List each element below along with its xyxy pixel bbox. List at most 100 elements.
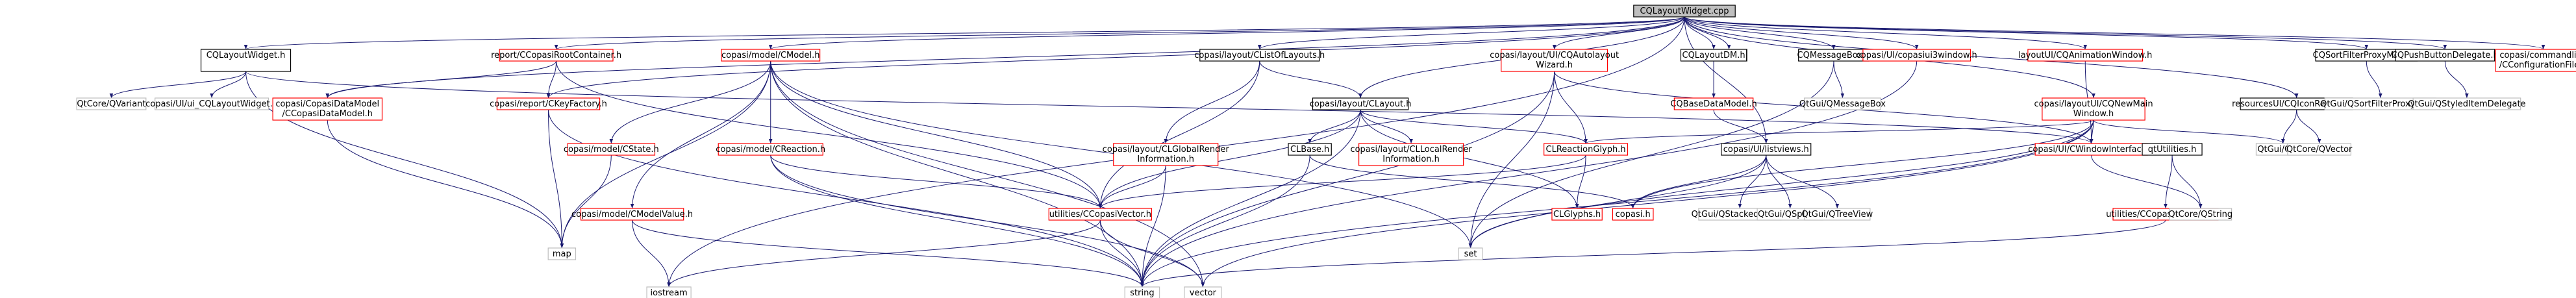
node-box-uicqlayoutwidget (155, 97, 269, 110)
node-cqbasedatamodel[interactable]: CQBaseDataModel.h (1670, 97, 1757, 110)
node-label-commandlineconfig: /CConfigurationFile.h (2499, 60, 2576, 70)
node-label-set: set (1464, 249, 1477, 259)
node-box-qcoreqstring (2169, 208, 2232, 221)
edge-clayout-to-clocalrender (1360, 109, 1413, 144)
node-box-copasiui3window (1862, 49, 1971, 62)
node-qcorevariant[interactable]: QtCore/QVariant (76, 97, 147, 110)
node-label-clocalrender: copasi/layout/CLLocalRender (1350, 145, 1472, 155)
node-box-qcorevariant (76, 97, 147, 110)
node-qmessagebox[interactable]: QtGui/QMessageBox (1799, 97, 1886, 110)
node-cmodelvalue[interactable]: copasi/model/CModelValue.h (571, 208, 693, 221)
nodes-layer: CQLayoutWidget.cppCQLayoutWidget.hQtCore… (76, 5, 2576, 298)
node-cstate[interactable]: copasi/model/CState.h (564, 143, 659, 156)
node-reportroot[interactable]: report/CCopasiRootContainer.h (491, 49, 621, 62)
edge-ccopasivector-to-vector (1099, 219, 1205, 288)
node-cqanimationwindow[interactable]: layoutUI/CQAnimationWindow.h (2018, 49, 2152, 62)
node-uicqlayoutwidget[interactable]: copasi/UI/ui_CQLayoutWidget.h (145, 97, 278, 110)
node-box-qmessagebox (1803, 97, 1881, 110)
node-box-cqanimationwindow (2027, 49, 2144, 62)
node-box-copasih (1612, 208, 1654, 221)
edge-cqnewmainwindow-to-set (1468, 119, 2094, 249)
node-ccopasivector[interactable]: utilities/CCopasiVector.h (1048, 208, 1153, 221)
node-clayoutwidget[interactable]: CQLayoutWidget.h (200, 49, 292, 72)
node-cmodel[interactable]: copasi/model/CModel.h (721, 49, 821, 62)
node-label-cmodelvalue: copasi/model/CModelValue.h (571, 210, 693, 219)
node-clistoflayouts[interactable]: copasi/layout/CListOfLayouts.h (1194, 49, 1325, 62)
node-box-cglobalrender (1113, 143, 1219, 166)
node-box-qtutilities (2142, 143, 2203, 156)
node-clayout[interactable]: copasi/layout/CLayout.h (1310, 97, 1412, 110)
edge-clayout-to-creactionglyph (1360, 109, 1588, 144)
node-label-qcorevariant: QtCore/QVariant (77, 99, 145, 109)
node-box-cstate (567, 143, 656, 156)
node-map[interactable]: map (547, 247, 577, 260)
node-label-copasidatamodel: /CCopasiDataModel.h (282, 109, 373, 119)
node-qsortfilterproxy[interactable]: QtGui/QSortFilterProxyModel (2320, 97, 2440, 110)
node-clbase[interactable]: CLBase.h (1288, 143, 1332, 156)
node-qstyleditemdelegate[interactable]: QtGui/QStyledItemDelegate (2408, 97, 2526, 110)
node-label-qstyleditemdelegate: QtGui/QStyledItemDelegate (2408, 99, 2525, 109)
node-box-commandlineconfig (2495, 49, 2576, 72)
node-box-cmodelvalue (580, 208, 684, 221)
node-qtreeview[interactable]: QtGui/QTreeView (1801, 208, 1873, 221)
node-cglobalrender[interactable]: copasi/layout/CLGlobalRenderInformation.… (1103, 143, 1230, 166)
node-root[interactable]: CQLayoutWidget.cpp (1633, 5, 1736, 18)
node-keyfactory[interactable]: copasi/report/CKeyFactory.h (490, 97, 607, 110)
node-label-keyfactory: copasi/report/CKeyFactory.h (490, 99, 607, 109)
node-label-commandlineconfig: copasi/commandline (2499, 51, 2576, 60)
node-string[interactable]: string (1124, 286, 1160, 298)
edge-cstate-to-map (560, 155, 612, 249)
node-label-clbase: CLBase.h (1290, 145, 1329, 155)
node-box-clayoutwidget (200, 49, 292, 72)
edge-cmodelvalue-to-iostream (632, 219, 671, 288)
node-uiisviews[interactable]: copasi/UI/listviews.h (1721, 143, 1812, 156)
edge-reportroot-to-ccopasivector (556, 60, 1103, 209)
node-copasih[interactable]: copasi.h (1612, 208, 1654, 221)
node-cqlayoutdm[interactable]: CQLayoutDM.h (1680, 49, 1747, 62)
edge-root-to-cmodel (769, 16, 1685, 50)
node-label-map: map (553, 249, 571, 259)
edge-clayoutwidget-to-qcorevariant (109, 71, 247, 99)
node-qcoreqstring[interactable]: QtCore/QString (2168, 208, 2232, 221)
node-commandlineconfig[interactable]: copasi/commandline/CConfigurationFile.h (2495, 49, 2576, 72)
node-label-clayout: copasi/layout/CLayout.h (1310, 99, 1412, 109)
node-creactionglyph[interactable]: CLReactionGlyph.h (1544, 143, 1629, 156)
edge-ccopasiparameter-to-string (1140, 219, 2166, 288)
node-label-root: CQLayoutWidget.cpp (1640, 6, 1729, 16)
node-box-reportroot (499, 49, 614, 62)
node-label-cqmessagebox: CQMessageBox.h (1797, 51, 1871, 60)
node-cqpushbutton[interactable]: CQPushButtonDelegate.h (2392, 49, 2499, 62)
node-box-clocalrender (1358, 143, 1464, 166)
node-cqmessagebox[interactable]: CQMessageBox.h (1797, 49, 1871, 62)
edge-copasidatamodel-to-map (327, 119, 564, 249)
node-cwindowinterface[interactable]: copasi/UI/CWindowInterface.h (2028, 143, 2155, 156)
node-qcoreqvector[interactable]: QtCore/QVector (2286, 143, 2353, 156)
node-vector[interactable]: vector (1184, 286, 1222, 298)
edge-clistoflayouts-to-cglobalrender (1164, 60, 1260, 144)
edge-ccopasivector-to-iostream (667, 219, 1101, 288)
edge-cglobalrender-to-ccopasivector (1098, 165, 1166, 209)
node-box-cqlayoutdm (1680, 49, 1747, 62)
node-copasidatamodel[interactable]: copasi/CopasiDataModel/CCopasiDataModel.… (272, 97, 383, 121)
edge-clbase-to-string (1140, 155, 1310, 288)
edge-creaction-to-ccopasivector (770, 155, 1103, 209)
edge-root-to-commandlineconfig (1684, 16, 2545, 50)
edge-root-to-cqanimationwindow (1684, 16, 2087, 50)
node-label-qcoreqvector: QtCore/QVector (2286, 145, 2353, 155)
node-set[interactable]: set (1458, 247, 1483, 260)
edge-cmodel-to-ccopasivector (770, 60, 1103, 209)
node-creaction[interactable]: copasi/model/CReaction.h (716, 143, 825, 156)
node-box-clistoflayouts (1199, 49, 1320, 62)
node-iostream[interactable]: iostream (646, 286, 692, 298)
edge-cqnewmainwindow-to-copasih (1631, 119, 2094, 209)
node-clglyphs[interactable]: CLGlyphs.h (1551, 208, 1603, 221)
edge-cqnewmainwindow-to-qguiqicon (2093, 119, 2285, 144)
edge-uiisviews-to-qsplitter (1766, 155, 1792, 209)
node-copasiui3window[interactable]: copasi/UI/copasiui3window.h (1857, 49, 1977, 62)
node-qtutilities[interactable]: qtUtilities.h (2142, 143, 2203, 156)
edge-clayoutwidget-to-cwindowinterface (245, 71, 2094, 144)
edge-qtutilities-to-qcoreqstring (2171, 155, 2203, 209)
